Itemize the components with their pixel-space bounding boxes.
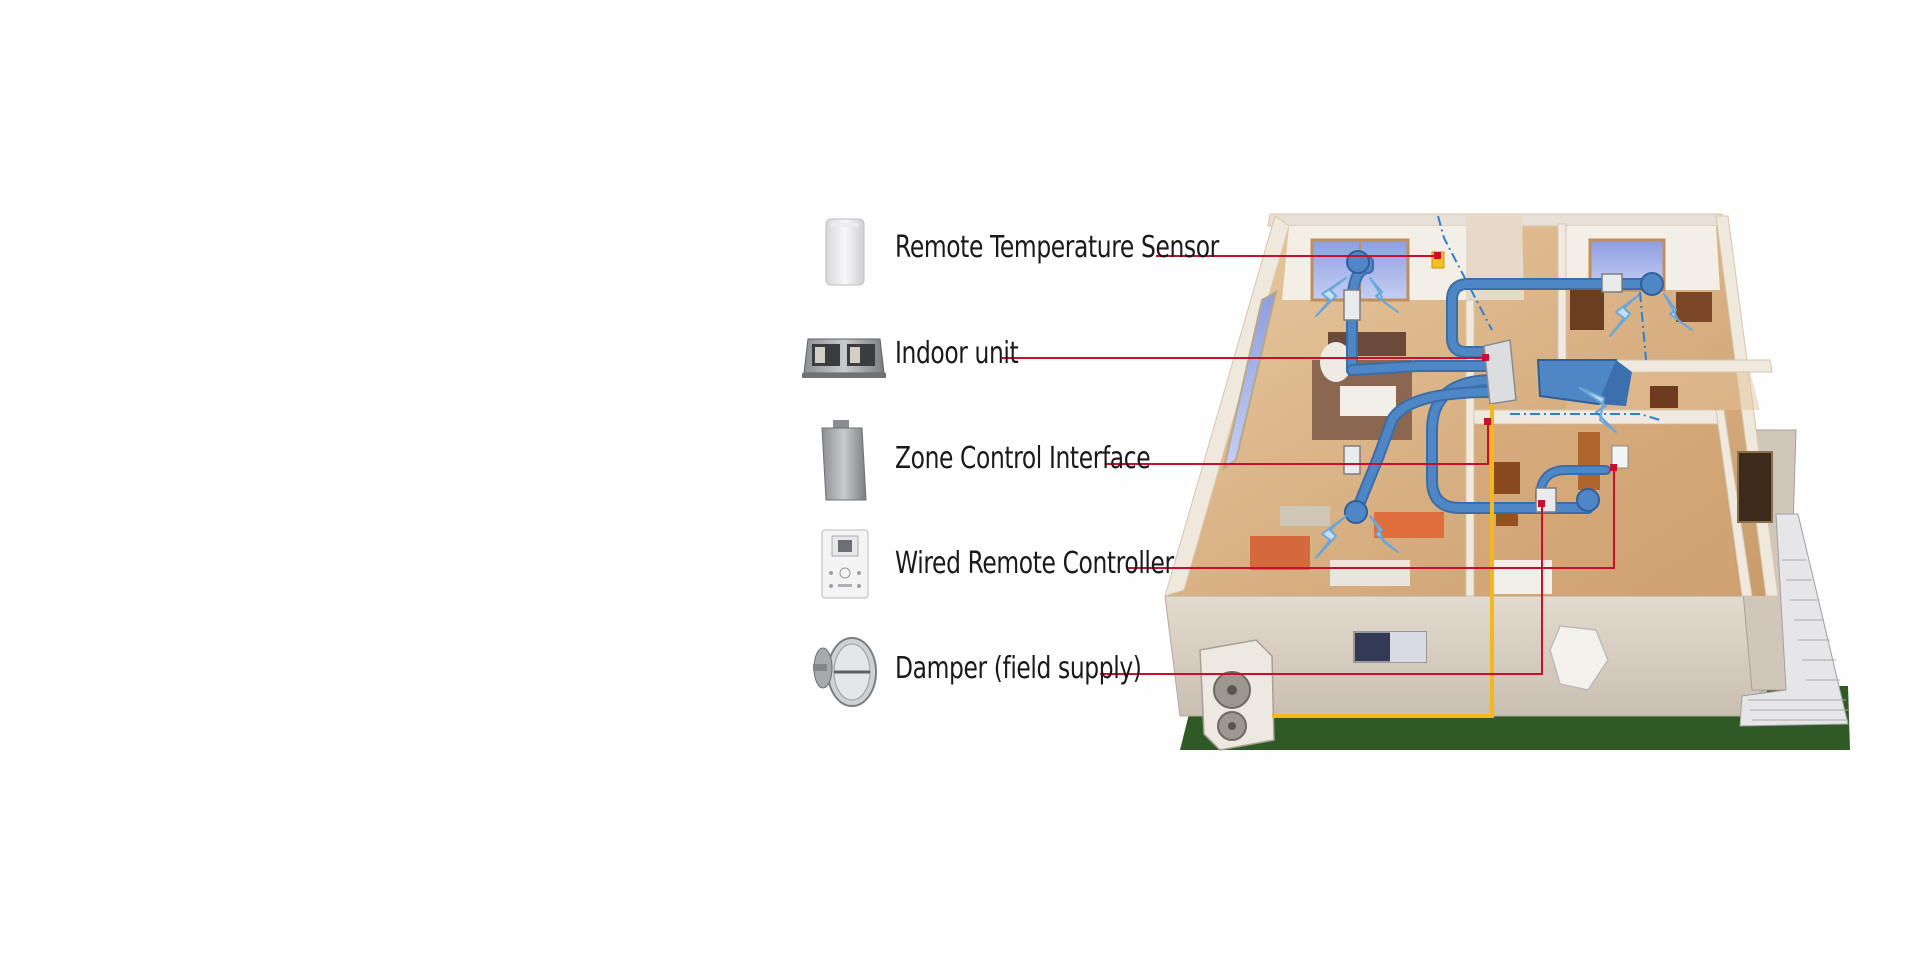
- airflow-arrows: [1315, 277, 1693, 559]
- patio: [1739, 513, 1849, 727]
- label-indoor-unit: Indoor unit: [895, 336, 1019, 371]
- ductwork: [1346, 256, 1658, 518]
- control-wiring: [1437, 215, 1661, 421]
- leader-zone-control-interface: [1106, 424, 1489, 465]
- refrigerant-pipe: [1272, 404, 1494, 718]
- indoor-unit-in-house: [1483, 339, 1517, 405]
- leader-endpoints: [1434, 252, 1617, 507]
- remote-temperature-sensor-device: [825, 218, 865, 286]
- zone-control-interface-device: [821, 420, 867, 501]
- indoor-unit-device: [802, 338, 886, 378]
- leader-wired-remote-controller: [1128, 470, 1615, 569]
- label-remote-temperature-sensor: Remote Temperature Sensor: [895, 230, 1219, 265]
- leader-damper: [1100, 506, 1543, 675]
- label-damper: Damper (field supply): [895, 651, 1142, 686]
- label-zone-control-interface: Zone Control Interface: [895, 441, 1151, 476]
- wired-remote-controller-device: [821, 529, 869, 599]
- house-cutaway: [1164, 213, 1850, 751]
- leader-lines: [1002, 255, 1615, 675]
- remote-in-house: [1611, 445, 1629, 469]
- label-wired-remote-controller: Wired Remote Controller: [895, 546, 1174, 581]
- damper-device: [813, 637, 877, 707]
- outdoor-unit: [1199, 639, 1275, 751]
